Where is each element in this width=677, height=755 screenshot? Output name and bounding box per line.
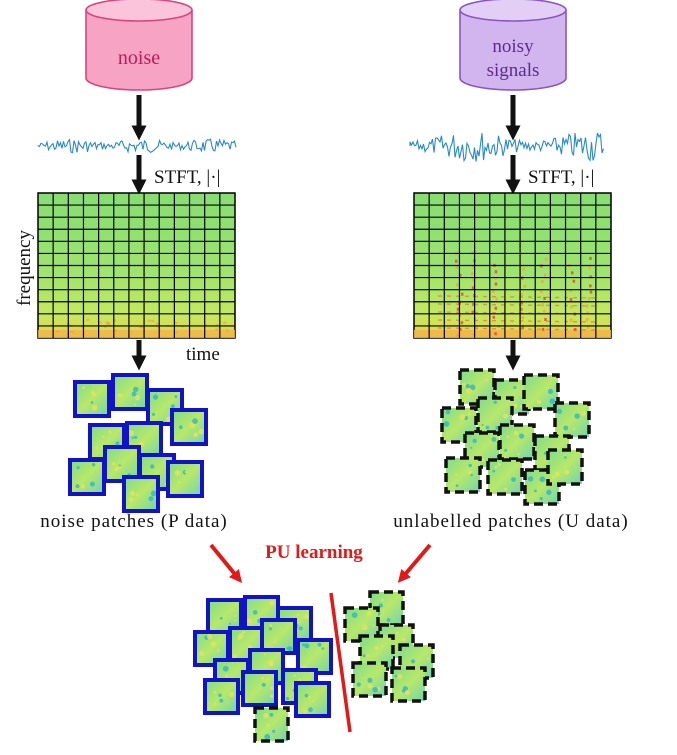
noise-patch bbox=[170, 408, 208, 446]
red-arrow-from-p-data bbox=[209, 543, 243, 583]
noise-database-icon bbox=[85, 0, 193, 91]
unlabelled-patch bbox=[522, 373, 560, 411]
positive-classified-patch bbox=[203, 678, 240, 715]
positive-classified-patch bbox=[296, 638, 333, 675]
positive-classified-patch bbox=[241, 670, 278, 707]
frequency-axis-label: frequency bbox=[14, 230, 35, 306]
unlabelled-patch bbox=[523, 468, 561, 506]
positive-classified-patch bbox=[294, 681, 331, 718]
unlabelled-patch bbox=[486, 458, 524, 496]
decision-boundary-line bbox=[329, 592, 352, 733]
unlabelled-patch bbox=[253, 706, 290, 743]
pu-learning-label: PU learning bbox=[265, 542, 363, 563]
negative-classified-patch bbox=[351, 661, 388, 698]
unlabelled-patch bbox=[444, 456, 482, 494]
noise-patch bbox=[68, 458, 106, 496]
noisy-signal-waveform-icon bbox=[409, 132, 605, 163]
noise-patch bbox=[111, 373, 149, 411]
noise-patch bbox=[122, 475, 160, 513]
unlabelled-patch bbox=[553, 401, 591, 439]
noise-waveform-icon bbox=[37, 138, 237, 154]
noisy-signals-database-icon bbox=[459, 0, 567, 91]
noisy-signals-label-line2: signals bbox=[487, 60, 540, 81]
time-axis-label: time bbox=[186, 344, 220, 365]
classified-patches-cluster bbox=[193, 590, 435, 743]
unlabelled-patch bbox=[440, 406, 478, 444]
noise-patch bbox=[166, 460, 204, 498]
noise-patch bbox=[73, 380, 111, 418]
noise-spectrogram bbox=[37, 192, 236, 339]
unlabelled-patches-caption: unlabelled patches (U data) bbox=[393, 511, 628, 532]
stft-label-left: STFT, |·| bbox=[154, 167, 220, 188]
unlabelled-patches-cluster bbox=[440, 368, 591, 506]
noise-source-label: noise bbox=[118, 47, 160, 69]
unlabelled-patch bbox=[546, 448, 584, 486]
noisy-signal-spectrogram bbox=[413, 192, 612, 339]
noise-patches-caption: noise patches (P data) bbox=[40, 511, 228, 532]
red-arrow-from-u-data bbox=[397, 543, 432, 583]
stft-label-right: STFT, |·| bbox=[528, 167, 594, 188]
unlabelled-patch bbox=[476, 396, 514, 434]
unlabelled-patch bbox=[498, 423, 536, 461]
noise-patches-cluster bbox=[68, 373, 208, 513]
negative-classified-patch bbox=[390, 666, 427, 703]
noisy-signals-label-line1: noisy bbox=[492, 36, 534, 57]
